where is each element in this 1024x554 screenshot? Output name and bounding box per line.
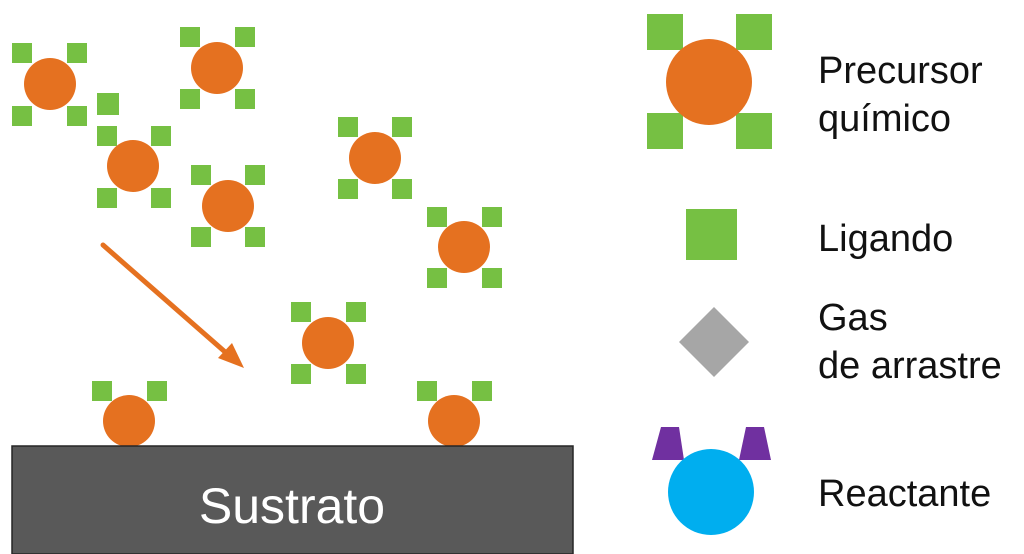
ligand-square bbox=[346, 302, 366, 322]
ligand-square bbox=[346, 364, 366, 384]
ligand-square bbox=[245, 165, 265, 185]
ligand-square bbox=[291, 364, 311, 384]
ligand-square bbox=[12, 106, 32, 126]
legend-gas-label-line1: Gas bbox=[818, 297, 888, 339]
ligand-square bbox=[67, 43, 87, 63]
precursor-molecule bbox=[291, 302, 366, 384]
legend-carrier-gas-icon bbox=[679, 307, 749, 377]
precursor-molecule bbox=[180, 27, 255, 109]
ligand-square bbox=[427, 207, 447, 227]
ligand-square bbox=[97, 126, 117, 146]
ligand-square bbox=[472, 381, 492, 401]
ligand-square bbox=[245, 227, 265, 247]
ligand-square bbox=[417, 381, 437, 401]
substrate: Sustrato bbox=[12, 446, 573, 554]
precursor-core bbox=[349, 132, 401, 184]
ligand-square bbox=[92, 381, 112, 401]
reactant-ligand bbox=[652, 427, 684, 460]
legend-gas-label-line2: de arrastre bbox=[818, 345, 1002, 387]
precursor-molecule bbox=[338, 117, 412, 199]
ligand-square bbox=[191, 227, 211, 247]
ligand-square bbox=[647, 113, 683, 149]
substrate-label: Sustrato bbox=[199, 478, 385, 534]
precursor-core bbox=[107, 140, 159, 192]
ligand-square bbox=[647, 14, 683, 50]
detached-ligand bbox=[97, 93, 119, 115]
arrow-shaft bbox=[103, 245, 232, 358]
motion-arrow bbox=[103, 245, 244, 368]
ligand-square bbox=[482, 268, 502, 288]
ligand-square bbox=[338, 117, 358, 137]
precursor-core bbox=[202, 180, 254, 232]
ligand-square bbox=[12, 43, 32, 63]
precursor-core bbox=[24, 58, 76, 110]
precursor-core bbox=[302, 317, 354, 369]
legend-ligand-label: Ligando bbox=[818, 218, 953, 260]
ligand-square bbox=[147, 381, 167, 401]
ligand-square bbox=[235, 27, 255, 47]
ligand-square bbox=[180, 27, 200, 47]
legend-precursor-icon bbox=[647, 14, 772, 149]
precursor-molecule bbox=[191, 165, 265, 247]
reactant-core bbox=[668, 449, 754, 535]
ligand-square bbox=[338, 179, 358, 199]
legend-ligand-icon bbox=[686, 209, 737, 260]
ligand-square bbox=[291, 302, 311, 322]
precursor-molecule bbox=[12, 43, 87, 126]
legend-precursor-label-line1: Precursor bbox=[818, 50, 983, 92]
legend-reactant-icon bbox=[652, 427, 771, 535]
adsorbed-molecule bbox=[417, 381, 492, 447]
legend-reactant-label: Reactante bbox=[818, 473, 991, 515]
adsorbed-molecule bbox=[92, 381, 167, 447]
ligand-square bbox=[482, 207, 502, 227]
ligand-square bbox=[736, 113, 772, 149]
ligand-square bbox=[191, 165, 211, 185]
ligand-square bbox=[67, 106, 87, 126]
precursor-core bbox=[428, 395, 480, 447]
precursor-molecule bbox=[97, 126, 171, 208]
ligand-square bbox=[235, 89, 255, 109]
precursor-core bbox=[191, 42, 243, 94]
ligand-square bbox=[180, 89, 200, 109]
ligand-square bbox=[392, 117, 412, 137]
precursor-core bbox=[666, 39, 752, 125]
ligand-square bbox=[151, 188, 171, 208]
ligand-square bbox=[736, 14, 772, 50]
legend-precursor-label-line2: químico bbox=[818, 98, 951, 140]
ligand-square bbox=[392, 179, 412, 199]
ligand-square bbox=[427, 268, 447, 288]
legend: Precursor químico Ligando Gas de arrastr… bbox=[647, 14, 1002, 535]
ligand-square bbox=[97, 188, 117, 208]
precursor-core bbox=[103, 395, 155, 447]
precursor-core bbox=[438, 221, 490, 273]
precursor-molecule bbox=[427, 207, 502, 288]
reactant-ligand bbox=[739, 427, 771, 460]
ligand-square bbox=[151, 126, 171, 146]
